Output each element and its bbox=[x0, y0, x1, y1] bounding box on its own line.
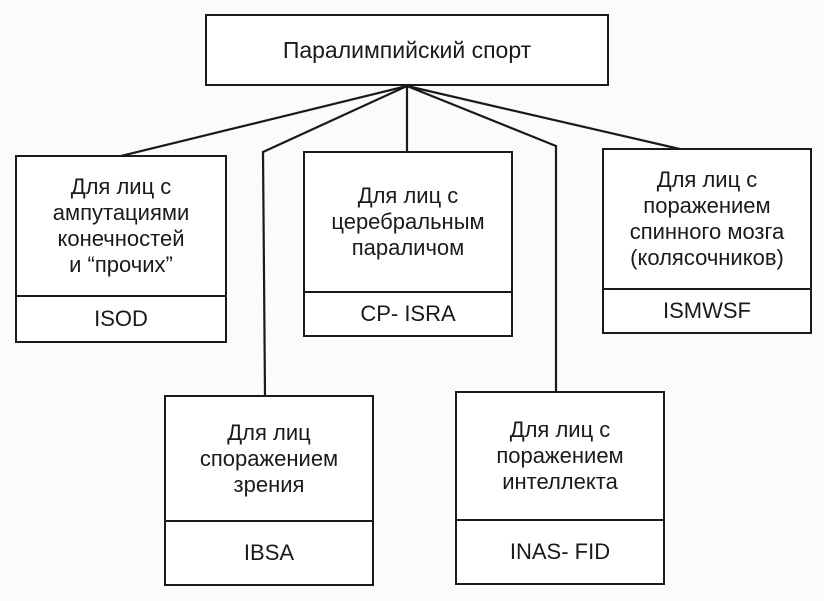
category-box-isod: Для лиц с ампутациями конечностей и “про… bbox=[15, 155, 227, 343]
category-code-cp-isra: CP- ISRA bbox=[305, 291, 511, 335]
connector-isod bbox=[119, 84, 409, 158]
category-code-ismwsf: ISMWSF bbox=[604, 288, 810, 332]
connector-ibsa-diagonal bbox=[261, 84, 409, 154]
category-title-inas-fid: Для лиц с поражением интеллекта bbox=[496, 417, 624, 494]
root-title: Паралимпийский спорт bbox=[282, 37, 532, 63]
category-title-isod: Для лиц с ампутациями конечностей и “про… bbox=[52, 174, 190, 277]
category-box-cp-isra: Для лиц с церебральным параличом CP- ISR… bbox=[303, 151, 513, 337]
category-code-isod: ISOD bbox=[17, 295, 225, 341]
category-box-ismwsf: Для лиц с поражением спинного мозга (кол… bbox=[602, 148, 812, 334]
category-code-inas-fid: INAS- FID bbox=[457, 519, 663, 583]
connector-inas-fid-diagonal bbox=[405, 84, 558, 148]
category-box-inas-fid: Для лиц с поражением интеллекта INAS- FI… bbox=[455, 391, 665, 585]
connector-ismwsf bbox=[405, 84, 686, 152]
root-box: Паралимпийский спорт bbox=[205, 14, 609, 86]
category-title-ismwsf: Для лиц с поражением спинного мозга (кол… bbox=[629, 167, 785, 270]
category-box-ibsa: Для лиц споражением зрения IBSA bbox=[164, 395, 374, 586]
connector-ibsa-vertical bbox=[261, 150, 267, 398]
category-code-ibsa: IBSA bbox=[166, 520, 372, 584]
category-title-ibsa: Для лиц споражением зрения bbox=[199, 419, 339, 497]
category-title-cp-isra: Для лиц с церебральным параличом bbox=[331, 183, 485, 260]
